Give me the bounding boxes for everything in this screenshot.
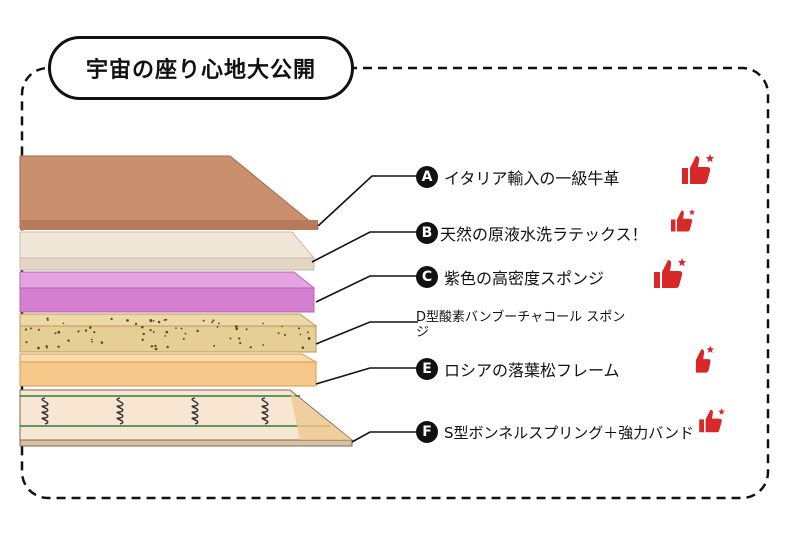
label-row-a: A イタリア輸入の一級牛革 [416,165,619,189]
label-row-f: F S型ボンネルスプリング＋強力バンド [416,421,694,443]
label-text-f: S型ボンネルスプリング＋強力バンド [444,423,694,442]
layer-leather [19,155,320,230]
label-text-e: ロシアの落葉松フレーム [444,361,620,380]
layer-purple-sponge [19,271,316,313]
label-text-b: 天然の原液水洗ラテックス！ [440,225,648,244]
thumbs-up-icon [654,258,687,288]
thumbs-up-icon [682,154,715,184]
label-row-e: E ロシアの落葉松フレーム [416,357,620,381]
leader-lines [311,175,420,443]
label-text-d: D型酸素バンブーチャコール スポンジ [416,310,626,340]
layer-bamboo-sponge [19,313,318,353]
badge-a: A [416,166,438,188]
thumbs-up-icon [699,408,725,433]
page-title: 宇宙の座り心地大公開 [48,36,354,100]
badge-b: B [416,222,438,244]
label-text-a: イタリア輸入の一級牛革 [444,169,620,188]
thumbs-up-icon [695,345,715,373]
layer-latex [19,231,316,271]
layer-spring-unit [19,389,354,447]
badge-c: C [416,266,438,288]
thumbs-up-icon [671,209,696,232]
label-row-d: D D型酸素バンブーチャコール スポンジ [416,310,626,340]
label-row-c: C 紫色の高密度スポンジ [416,265,604,289]
badge-f: F [416,421,438,443]
label-text-c: 紫色の高密度スポンジ [444,269,605,288]
badge-e: E [416,358,438,380]
label-row-b: B 天然の原液水洗ラテックス！ [416,221,648,245]
layer-larch-frame [19,353,318,387]
